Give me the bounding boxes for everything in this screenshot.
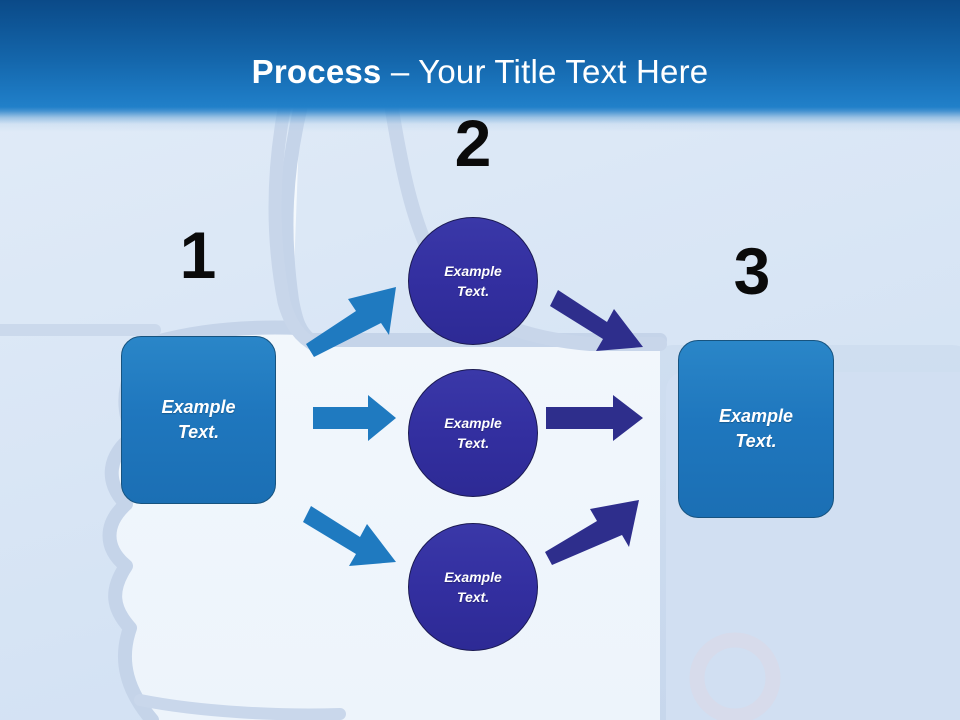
step-number-3: 3: [733, 234, 771, 308]
process-circle-1-line1: Example: [444, 263, 502, 279]
arrow-circle2-to-box3-icon: [546, 395, 643, 441]
process-circle-1-line2: Text.: [456, 283, 490, 299]
process-box-stage-3-line2: Text.: [735, 431, 777, 451]
process-circle-2[interactable]: Example Text.: [408, 369, 538, 497]
arrow-box1-to-circle1-icon: [306, 287, 396, 357]
process-circle-2-line1: Example: [444, 415, 502, 431]
arrow-circle1-to-box3-icon: [550, 290, 643, 351]
slide-title: Process – Your Title Text Here: [0, 52, 960, 92]
slide-header-bar: [0, 0, 960, 132]
step-number-1: 1: [179, 218, 217, 292]
process-box-stage-1-line1: Example: [161, 397, 236, 417]
process-circle-3-line1: Example: [444, 569, 502, 585]
watermark-wrist-curve: [134, 694, 346, 720]
process-box-stage-1[interactable]: Example Text.: [121, 336, 276, 504]
arrow-circle3-to-box3-icon: [545, 500, 639, 565]
process-circle-2-line2: Text.: [456, 435, 490, 451]
arrow-box1-to-circle3-icon: [303, 506, 396, 566]
slide-title-strong: Process: [251, 53, 382, 90]
process-box-stage-1-line2: Text.: [177, 422, 220, 442]
process-box-stage-3[interactable]: Example Text.: [678, 340, 834, 518]
slide-title-rest: – Your Title Text Here: [381, 53, 709, 90]
step-number-2: 2: [454, 106, 492, 180]
arrow-box1-to-circle2-icon: [313, 395, 396, 441]
process-box-stage-3-line1: Example: [718, 406, 794, 426]
process-circle-3-line2: Text.: [456, 589, 490, 605]
process-circle-3[interactable]: Example Text.: [408, 523, 538, 651]
process-circle-1[interactable]: Example Text.: [408, 217, 538, 345]
